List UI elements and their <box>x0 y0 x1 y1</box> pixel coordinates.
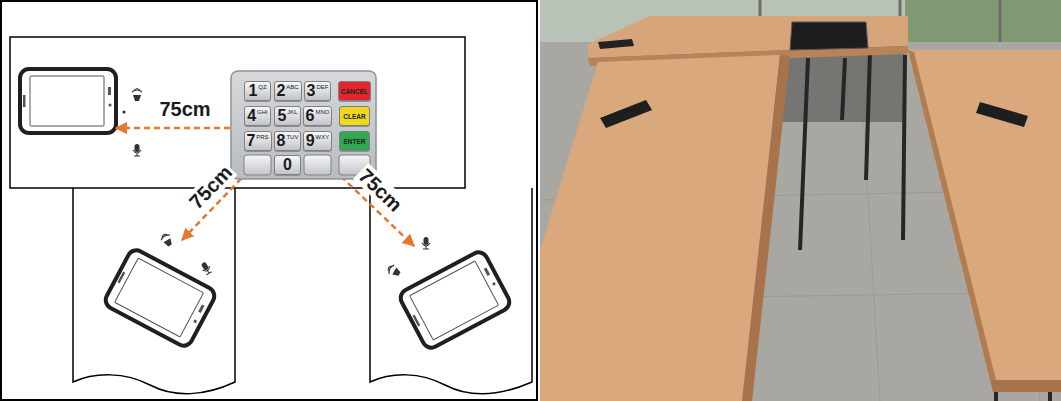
keypad-key: CLEAR <box>339 106 370 126</box>
keypad-key: 0 <box>274 155 301 175</box>
floor <box>540 0 1061 401</box>
key-digit: 2 <box>276 83 285 99</box>
speaker-icon <box>132 89 142 102</box>
key-letters: ABC <box>286 84 298 90</box>
key-letters: QZ <box>258 84 266 90</box>
key-letters: WXY <box>316 134 330 140</box>
smartphone <box>20 69 116 133</box>
function-key-label: CLEAR <box>343 113 365 120</box>
table-outline <box>10 37 465 188</box>
right-table-edge <box>908 50 996 380</box>
key-digit: 5 <box>277 108 286 124</box>
distance-arrows <box>116 128 414 246</box>
table-outline <box>73 188 235 394</box>
keypad-key: 7PRS <box>244 131 272 151</box>
smartphone <box>103 247 218 349</box>
key-digit: 0 <box>283 157 292 173</box>
key-letters: PRS <box>256 134 268 140</box>
key-digit: 3 <box>307 83 316 99</box>
sensor-dot <box>122 110 125 113</box>
keypad-key: 6MNO <box>303 106 332 126</box>
key-letters: MNO <box>315 109 329 115</box>
key-digit: 7 <box>246 133 255 149</box>
keypad-key: 3DEF <box>304 81 331 101</box>
key-letters: TUV <box>286 134 298 140</box>
speaker-icon <box>386 263 402 278</box>
room-photo <box>540 0 1061 401</box>
speaker-icon <box>159 232 174 248</box>
key-letters: GHI <box>257 109 268 115</box>
photo-phone <box>976 102 1028 127</box>
table-outline <box>370 188 532 394</box>
key-digit: 4 <box>247 108 256 124</box>
table-legs <box>996 392 1050 401</box>
window-greenery <box>905 0 1061 42</box>
microphone-icon <box>422 237 430 249</box>
key-letters: JKL <box>287 109 297 115</box>
function-key-label: ENTER <box>343 138 365 145</box>
key-digit: 6 <box>306 108 315 124</box>
keypad-key: CANCEL <box>338 81 371 101</box>
blank-key <box>244 155 271 175</box>
table-legs <box>800 52 905 250</box>
dimension-label: 75cm <box>158 98 213 120</box>
keypad-key: 2ABC <box>274 81 302 101</box>
keypad-key: 1QZ <box>244 81 271 101</box>
keypad-key: 8TUV <box>274 131 301 151</box>
microphone-icon <box>200 261 213 275</box>
keypad-key: ENTER <box>339 131 370 151</box>
photo-phone <box>600 100 652 128</box>
tablet <box>790 22 868 50</box>
left-table-edge <box>742 55 790 401</box>
smartphone <box>398 249 513 351</box>
keypad-key: 5JKL <box>274 106 301 126</box>
pin-pad-body <box>231 71 376 179</box>
keypad-key: 9WXY <box>303 131 332 151</box>
key-digit: 9 <box>306 133 315 149</box>
function-key-label: CANCEL <box>341 88 368 95</box>
keypad-key: 4GHI <box>244 106 271 126</box>
left-table <box>540 55 780 401</box>
right-table-edge <box>990 380 1061 392</box>
right-table <box>908 50 1061 380</box>
key-digit: 1 <box>248 83 257 99</box>
distance-arrow <box>290 128 414 246</box>
key-letters: DEF <box>316 84 328 90</box>
microphone-icon <box>133 144 141 156</box>
panel-frame <box>1 1 537 400</box>
key-digit: 8 <box>277 133 286 149</box>
photo-phone <box>598 39 634 49</box>
blank-key <box>304 155 331 175</box>
